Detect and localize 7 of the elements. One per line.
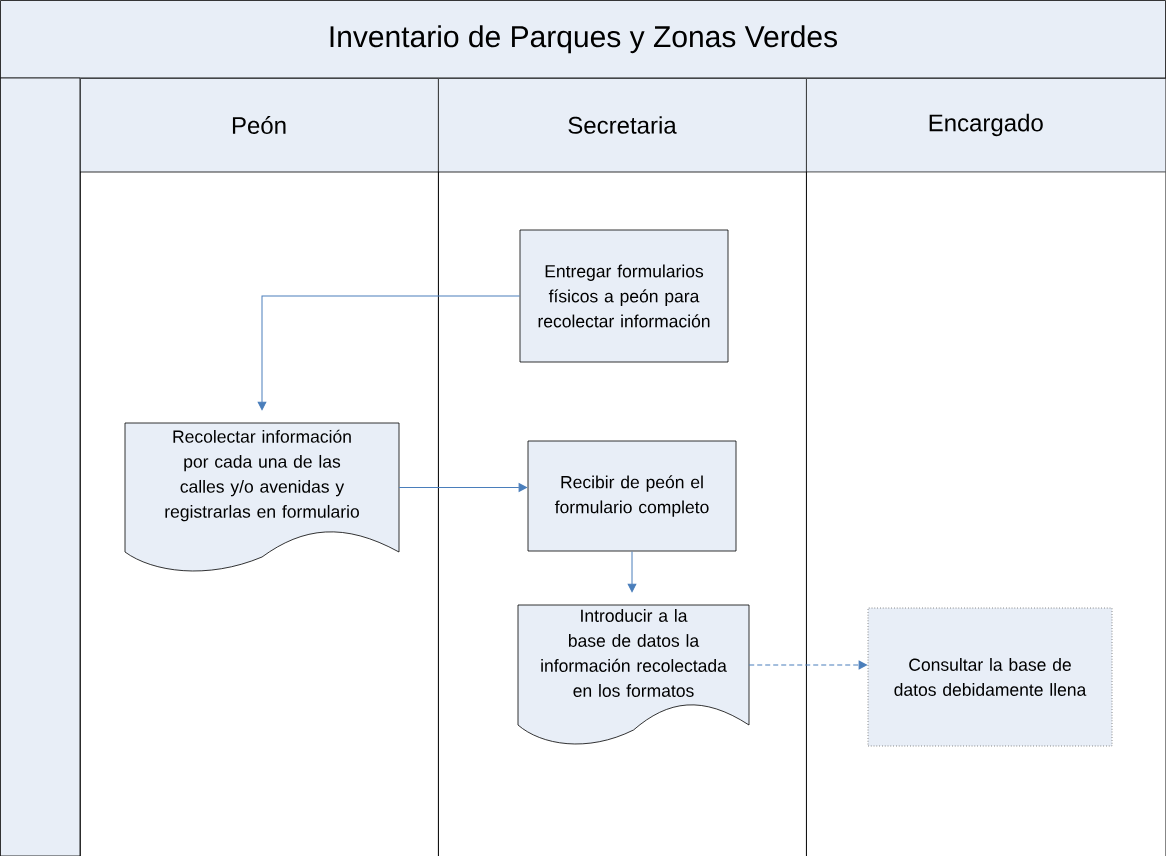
- arrow: [257, 295, 521, 411]
- process-box: Recibir de peón el formulario completo: [527, 440, 737, 552]
- arrow: [748, 660, 867, 670]
- arrow: [398, 483, 527, 492]
- arrow: [627, 550, 637, 593]
- process-box: Consultar la base de datos debidamente llena: [867, 607, 1113, 747]
- process-box: Entregar formularios físicos a peón para recolectar información: [519, 229, 729, 363]
